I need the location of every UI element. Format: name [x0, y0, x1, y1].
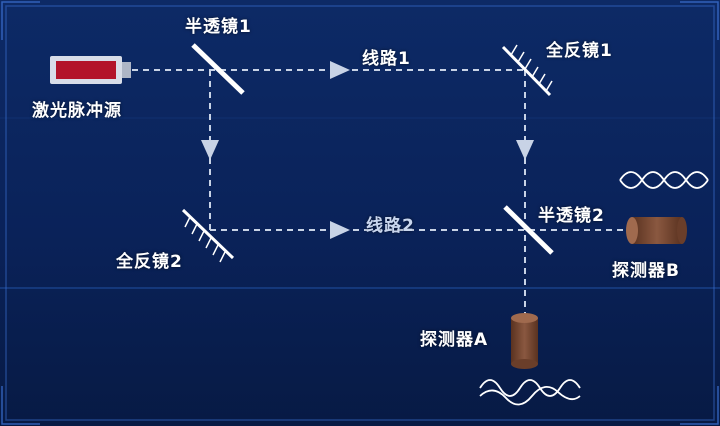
label-detector-a: 探测器A	[420, 330, 489, 350]
label-beam-splitter-2: 半透镜2	[538, 206, 605, 226]
beam-arrows	[201, 61, 534, 239]
arrow-path-2	[330, 221, 350, 239]
detector-b	[626, 217, 687, 244]
label-full-mirror-1: 全反镜1	[546, 41, 613, 61]
wave-signal-a	[479, 379, 581, 406]
label-beam-splitter-1: 半透镜1	[185, 17, 252, 37]
label-path-1: 线路1	[362, 49, 411, 69]
arrow-path-1	[330, 61, 350, 79]
beam-splitter-1	[191, 43, 245, 95]
label-path-2: 线路2	[366, 216, 415, 236]
label-detector-b: 探测器B	[612, 261, 680, 281]
beam-splitter-2	[503, 205, 554, 255]
label-full-mirror-2: 全反镜2	[116, 252, 183, 272]
arrow-right-down	[516, 140, 534, 160]
label-laser-source: 激光脉冲源	[32, 101, 122, 121]
full-mirror-2	[181, 208, 235, 263]
arrow-left-down	[201, 140, 219, 160]
detector-a	[511, 313, 538, 369]
wave-signal-b	[619, 171, 709, 189]
full-mirror-1	[501, 44, 553, 97]
laser-source	[50, 56, 131, 84]
